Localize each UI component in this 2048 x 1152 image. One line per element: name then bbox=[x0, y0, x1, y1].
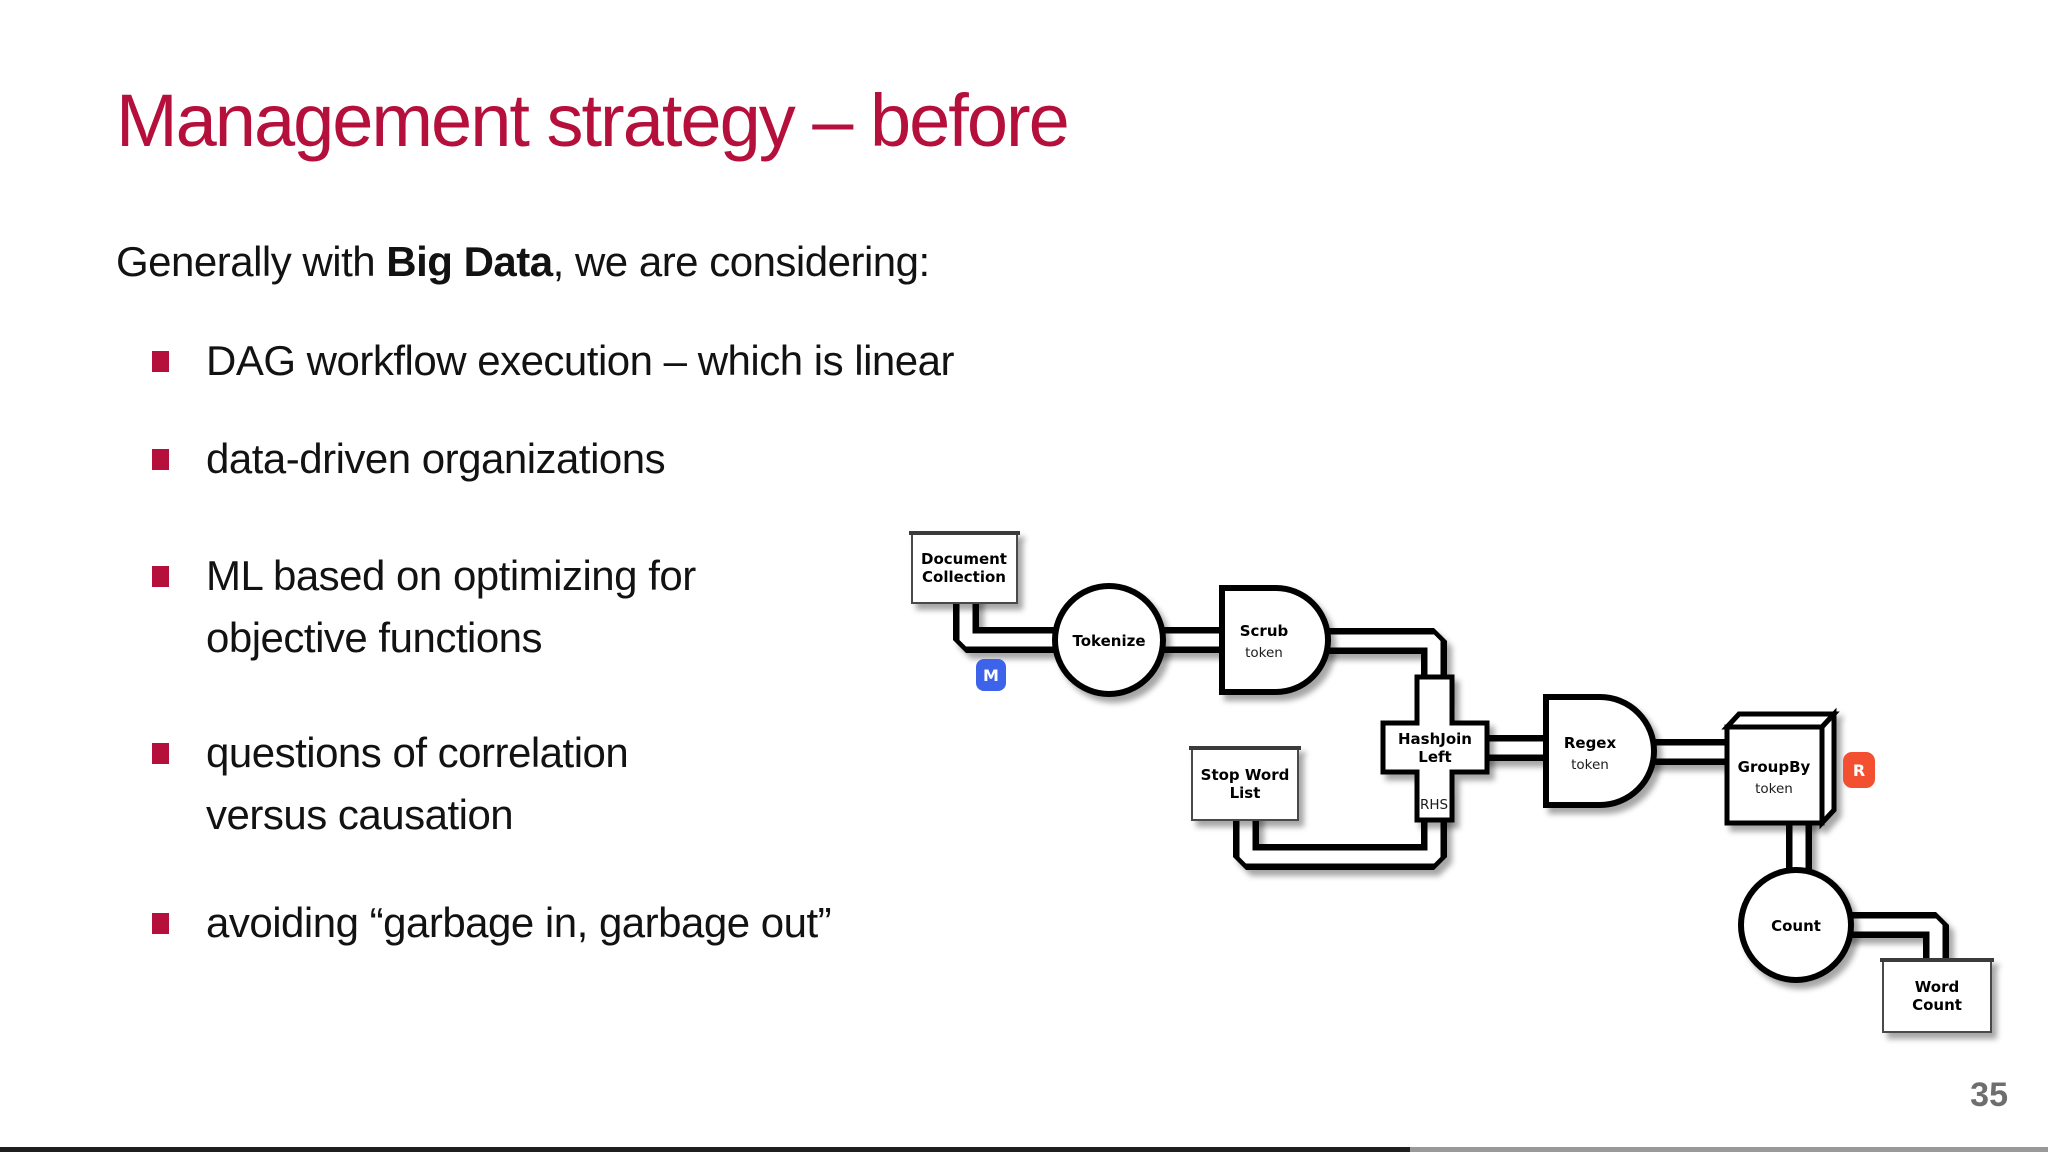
svg-text:token: token bbox=[1755, 781, 1793, 797]
node-hashjoin: HashJoin Left RHS bbox=[1380, 674, 1490, 823]
reduce-badge: R bbox=[1843, 752, 1875, 788]
bullet-square-icon bbox=[152, 566, 169, 587]
node-document-collection: Document Collection bbox=[909, 531, 1020, 604]
svg-text:Stop Word: Stop Word bbox=[1201, 766, 1290, 784]
svg-text:Tokenize: Tokenize bbox=[1072, 632, 1145, 650]
svg-text:Left: Left bbox=[1418, 748, 1451, 766]
bullet-item: questions of correlation versus causatio… bbox=[152, 722, 629, 846]
svg-text:Word: Word bbox=[1915, 978, 1959, 996]
svg-text:Regex: Regex bbox=[1564, 734, 1617, 752]
bullet-square-icon bbox=[152, 351, 169, 372]
bullet-text: data-driven organizations bbox=[206, 435, 666, 482]
bullet-text: objective functions bbox=[206, 614, 543, 661]
node-regex: Regex token bbox=[1543, 694, 1657, 808]
node-count: Count bbox=[1738, 867, 1854, 983]
intro-pre: Generally with bbox=[116, 238, 387, 285]
bullet-item: avoiding “garbage in, garbage out” bbox=[152, 892, 832, 954]
hashjoin-rhs-port-label: RHS bbox=[1420, 797, 1448, 813]
svg-text:GroupBy: GroupBy bbox=[1738, 758, 1811, 776]
bullet-text: DAG workflow execution – which is linear bbox=[206, 337, 954, 384]
progress-watched-segment bbox=[0, 1147, 1410, 1152]
bullet-text: ML based on optimizing for bbox=[206, 552, 696, 599]
svg-text:token: token bbox=[1571, 757, 1609, 773]
bullet-square-icon bbox=[152, 913, 169, 934]
progress-remaining-segment bbox=[1410, 1147, 2048, 1152]
video-progress-bar[interactable] bbox=[0, 1147, 2048, 1152]
bullet-item: ML based on optimizing for objective fun… bbox=[152, 545, 696, 669]
map-badge: M bbox=[976, 659, 1006, 691]
svg-text:Count: Count bbox=[1912, 996, 1962, 1014]
bullet-item: DAG workflow execution – which is linear bbox=[152, 330, 954, 392]
intro-post: , we are considering: bbox=[552, 238, 931, 285]
node-tokenize: Tokenize bbox=[1052, 583, 1166, 697]
node-scrub: Scrub token bbox=[1219, 585, 1331, 695]
bullet-item: data-driven organizations bbox=[152, 428, 666, 490]
svg-text:Document: Document bbox=[921, 550, 1007, 568]
bullet-text: versus causation bbox=[206, 791, 514, 838]
node-stop-word-list: Stop Word List bbox=[1189, 746, 1301, 821]
node-word-count: Word Count bbox=[1880, 958, 1994, 1033]
svg-text:HashJoin: HashJoin bbox=[1398, 730, 1472, 748]
svg-text:List: List bbox=[1230, 784, 1261, 802]
svg-text:Collection: Collection bbox=[922, 568, 1006, 586]
bullet-text: avoiding “garbage in, garbage out” bbox=[206, 899, 832, 946]
svg-text:Scrub: Scrub bbox=[1240, 622, 1289, 640]
page-number: 35 bbox=[1970, 1076, 2008, 1114]
node-groupby: GroupBy token bbox=[1721, 707, 1840, 830]
slide-title: Management strategy – before bbox=[116, 79, 1070, 162]
intro-bold: Big Data bbox=[386, 238, 553, 285]
bullet-square-icon bbox=[152, 743, 169, 764]
bullet-text: questions of correlation bbox=[206, 729, 629, 776]
bullet-square-icon bbox=[152, 449, 169, 470]
svg-text:M: M bbox=[983, 666, 999, 685]
svg-text:token: token bbox=[1245, 645, 1283, 661]
svg-text:R: R bbox=[1853, 761, 1865, 780]
intro-line: Generally with Big Data, we are consider… bbox=[116, 238, 930, 286]
svg-text:Count: Count bbox=[1771, 917, 1821, 935]
